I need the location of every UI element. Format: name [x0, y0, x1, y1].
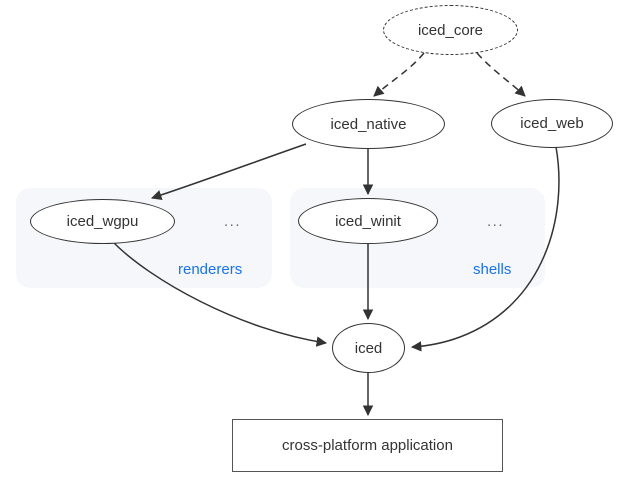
node-iced-web[interactable]: iced_web — [491, 99, 613, 148]
node-iced-core[interactable]: iced_core — [383, 5, 518, 55]
node-iced-winit[interactable]: iced_winit — [298, 198, 438, 244]
edge-iced-native-to-iced-wgpu — [151, 143, 307, 201]
edge-iced-core-to-iced-native — [373, 52, 425, 97]
edge-iced-wgpu-to-iced — [111, 240, 328, 347]
node-cross-platform-application[interactable]: cross-platform application — [232, 419, 503, 472]
node-iced-native[interactable]: iced_native — [292, 99, 445, 149]
edge-iced-core-to-iced-web — [476, 52, 526, 97]
group-label-renderers: renderers — [178, 261, 243, 278]
edge-iced-web-to-iced — [410, 146, 560, 352]
group-label-shells: shells — [473, 261, 512, 278]
shells-ellipsis: ... — [487, 213, 505, 230]
node-iced[interactable]: iced — [332, 323, 405, 373]
node-iced-wgpu[interactable]: iced_wgpu — [30, 199, 175, 244]
renderers-ellipsis: ... — [224, 213, 242, 230]
